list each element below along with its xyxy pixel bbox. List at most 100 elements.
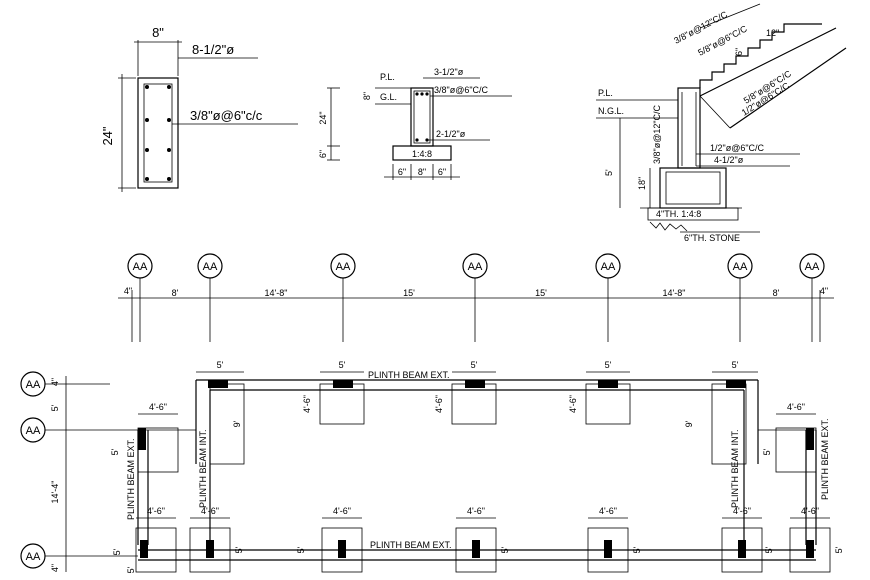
grid-dim-6: 14'-8" [663,288,686,298]
left-bubble-2: AA [20,417,138,443]
column-bars [145,85,171,181]
stair-section: 4"TH. 1:4:8 6"TH. STONE 3/8"ø@12"C/C 5/8… [596,3,847,243]
pcc-bed [647,207,739,221]
pcc-depth-dim: 6" [318,150,328,158]
grid-bubble-3: AA [330,253,356,342]
svg-text:AA: AA [733,261,748,273]
svg-text:AA: AA [805,261,820,273]
column-outline [137,77,179,189]
step-height-label: 6" [734,48,744,56]
top-depth-2: 4'-6" [434,395,444,413]
pedestal [677,87,701,169]
pl-label: P.L. [380,72,395,82]
bottom-width-1: 4'-6" [147,506,165,516]
top-width-3: 5' [471,360,478,370]
depth-5-dim: 5' [604,169,614,176]
base-dim-left: 6" [398,167,406,177]
stair-steps [699,23,822,88]
svg-text:AA: AA [26,551,41,563]
plinth-beam-section: 1:4:8 P.L. G.L. 3-1/2"ø 3/8"ø@6"C/C 2-1/… [318,67,512,180]
bottom-bars-label: 2-1/2"ø [436,129,466,139]
stone-hatch [649,221,688,232]
bottom-depth-7: 5' [126,566,136,573]
pcc-base [392,145,452,161]
mid-depth-2: 5' [762,448,772,455]
top-bars-label: 3-1/2"ø [434,67,464,77]
top-bars-label: 8-1/2"ø [192,42,234,57]
base-dim-right: 6" [438,167,446,177]
grid-bubble-1: AA [127,253,153,342]
top-width-5: 5' [732,360,739,370]
bottom-depth-5: 5' [764,546,774,553]
left-dim-4: 5' [112,548,122,555]
bottom-width-7: 4'-6" [801,506,819,516]
svg-text:AA: AA [203,261,218,273]
vert-bar-label: 3/8"ø@12"C/C [652,104,662,164]
grid-bubble-5: AA [595,253,621,342]
bottom-width-6: 4'-6" [733,506,751,516]
right-int-beam-label: PLINTH BEAM INT. [730,429,740,508]
grid-dim-1: 4" [124,286,132,296]
stirrup-label: 3/8"ø@6"c/c [190,108,263,123]
column-stirrup [143,83,173,183]
bottom-depth-2: 5' [296,546,306,553]
left-bubble-3: AA [20,543,138,569]
mid-depth-1: 5' [110,448,120,455]
plinth-height-dim: 8" [362,92,372,100]
bottom-depth-3: 5' [500,546,510,553]
mid-footings: 4'-6" 4'-6" 5' 5' [110,402,817,473]
stirrup-label: 3/8"ø@6"C/C [434,85,489,95]
svg-text:AA: AA [336,261,351,273]
pl-label: P.L. [598,88,613,98]
bottom-width-3: 4'-6" [333,506,351,516]
left-bubble-1: AA [20,371,110,397]
grid-bubble-6: AA [727,253,753,342]
bottom-width-4: 4'-6" [467,506,485,516]
left-dim-5: 4" [50,564,60,572]
left-int-beam-label: PLINTH BEAM INT. [198,429,208,508]
height-dim: 24" [100,126,115,145]
bottom-footings: 4'-6" 4'-6" 4'-6" 4'-6" 4'-6" 4'-6" 4'-6… [126,506,844,573]
top-footings: 5' 5' 5' 5' 5' 4'-6" 4'-6" 4'-6" 9' 9' [196,360,758,465]
grid-bubble-2: AA [197,253,223,342]
bottom-depth-6: 5' [834,546,844,553]
top-depth-3: 4'-6" [568,395,578,413]
bottom-depth-1: 5' [234,546,244,553]
nine-left: 9' [232,420,242,427]
bottom-beam-label: PLINTH BEAM EXT. [370,540,452,550]
foundation-plan: AA AA AA 4" 5' 14'-4" 5' 4" PLINTH BEAM … [20,360,844,573]
bottom-width-5: 4'-6" [599,506,617,516]
mid-width-1: 4'-6" [149,402,167,412]
top-width-1: 5' [217,360,224,370]
grid-dim-8: 4" [820,286,828,296]
gl-label: G.L. [380,92,397,102]
depth-18-dim: 18" [637,177,647,190]
left-ext-beam-label: PLINTH BEAM EXT. [126,438,136,520]
grid-dim-7: 8' [773,288,780,298]
top-beam-label: PLINTH BEAM EXT. [368,370,450,380]
main-bars-label: 4-1/2"ø [714,155,744,165]
step-width-label: 12" [766,28,779,38]
ngl-label: N.G.L. [598,106,624,116]
grid-dim-2: 8' [172,288,179,298]
grid-dim-3: 14'-8" [265,288,288,298]
svg-text:AA: AA [601,261,616,273]
width-dim: 8" [152,25,164,40]
svg-text:AA: AA [26,425,41,437]
footing [659,167,727,209]
svg-text:AA: AA [133,261,148,273]
grid-row: AA AA AA AA AA AA AA [118,253,834,342]
base-dim-mid: 8" [418,167,426,177]
bottom-width-2: 4'-6" [201,506,219,516]
svg-text:AA: AA [26,379,41,391]
waist-slab [699,27,837,97]
mid-width-2: 4'-6" [787,402,805,412]
grid-bubble-4: AA [462,253,488,342]
grid-bubble-7: AA [799,253,825,342]
bottom-depth-4: 5' [632,546,642,553]
nine-right: 9' [684,420,694,427]
top-depth-1: 4'-6" [302,395,312,413]
pcc-label: 1:4:8 [412,149,432,159]
grid-dim-4: 15' [403,288,415,298]
